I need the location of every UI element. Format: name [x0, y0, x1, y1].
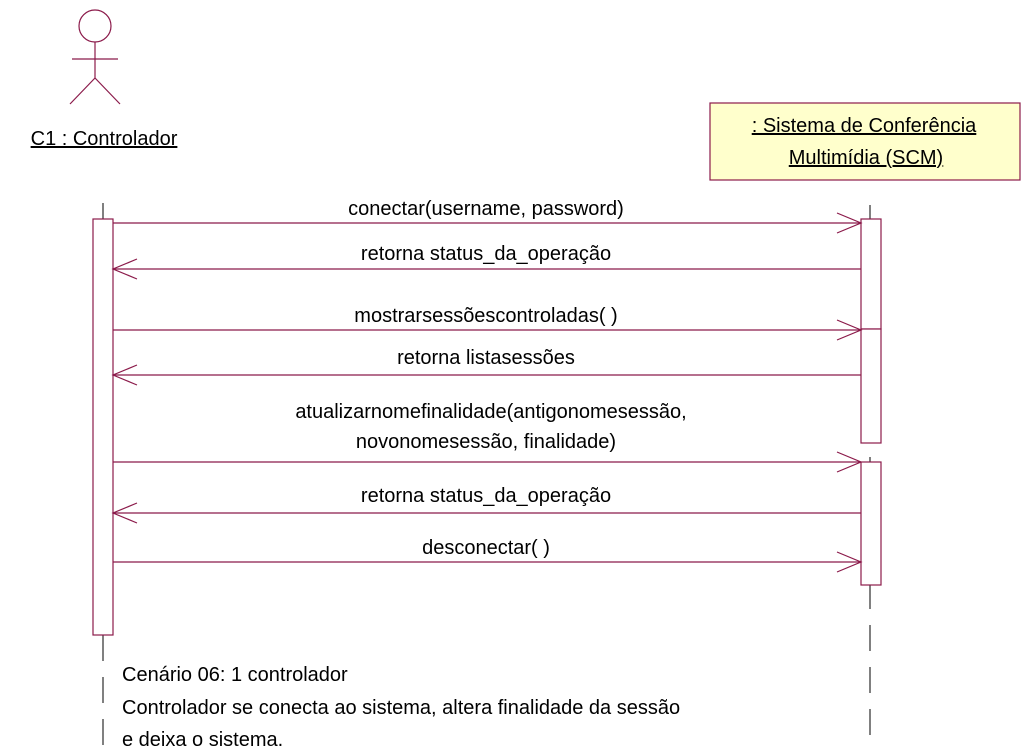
object-box — [709, 102, 1021, 181]
message-mostrarsessoes: mostrarsessõescontroladas( ) — [113, 305, 863, 341]
note-line-3: e deixa o sistema. — [122, 729, 283, 751]
system-activation-1 — [860, 218, 882, 330]
actor-activation — [92, 218, 114, 636]
message-label-line2: novonomesessão, finalidade) — [356, 431, 616, 453]
actor-figure-icon — [69, 9, 121, 105]
note-line-2: Controlador se conecta ao sistema, alter… — [122, 697, 680, 719]
message-label: retorna listasessões — [397, 347, 575, 369]
message-label: retorna status_da_operação — [361, 243, 611, 265]
message-desconectar: desconectar( ) — [113, 537, 863, 573]
message-retorna-status-2: retorna status_da_operação — [111, 485, 861, 524]
message-label-line1: atualizarnomefinalidade(antigonomesessão… — [295, 401, 686, 423]
note-line-1: Cenário 06: 1 controlador — [122, 664, 348, 686]
arrowhead-icon — [836, 551, 863, 573]
system-activation-2 — [860, 328, 882, 444]
arrowhead-icon — [111, 364, 138, 386]
message-label: mostrarsessõescontroladas( ) — [354, 305, 617, 327]
actor-name: C1 : Controlador — [31, 128, 178, 150]
message-label: retorna status_da_operação — [361, 485, 611, 507]
system-activation-3 — [860, 461, 882, 586]
message-conectar: conectar(username, password) — [113, 198, 863, 234]
scenario-note: Cenário 06: 1 controlador Controlador se… — [122, 664, 680, 751]
object-name-line2: Multimídia (SCM) — [789, 147, 943, 169]
message-label: desconectar( ) — [422, 537, 550, 559]
message-label: conectar(username, password) — [348, 198, 624, 220]
arrowhead-icon — [111, 502, 138, 524]
message-retorna-listasessoes: retorna listasessões — [111, 347, 861, 386]
arrowhead-icon — [836, 212, 863, 234]
arrowhead-icon — [836, 451, 863, 473]
message-atualizarnomefinalidade: atualizarnomefinalidade(antigonomesessão… — [113, 401, 863, 473]
object-name-line1: : Sistema de Conferência — [752, 115, 977, 137]
arrowhead-icon — [836, 319, 863, 341]
arrowhead-icon — [111, 258, 138, 280]
message-retorna-status: retorna status_da_operação — [111, 243, 861, 280]
